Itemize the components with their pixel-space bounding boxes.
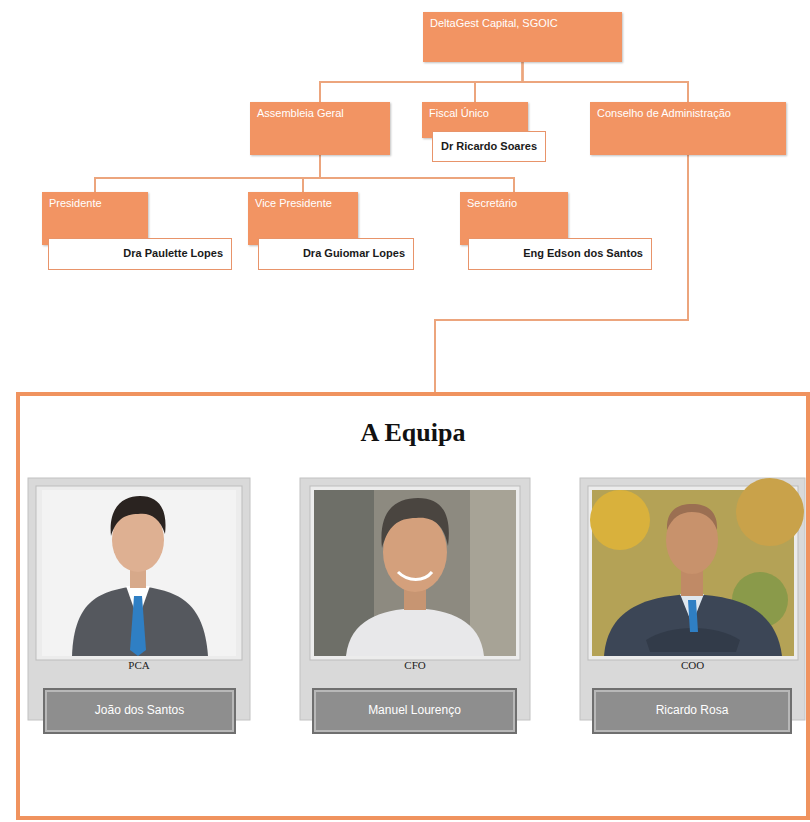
org-connector	[435, 155, 688, 392]
card-frame	[300, 478, 530, 720]
portrait	[590, 478, 804, 656]
card-frame	[28, 478, 250, 720]
box-label: Secretário	[467, 197, 561, 210]
box-label: Eng Edson dos Santos	[477, 247, 643, 260]
box-label: Assembleia Geral	[257, 107, 383, 120]
person-box: Eng Edson dos Santos	[468, 238, 652, 270]
organ-box: Conselho de Administração	[590, 102, 786, 155]
team-card: COO Ricardo Rosa	[580, 478, 805, 720]
team-card: CFO Manuel Lourenço	[300, 478, 530, 720]
team-panel: A EquipaPCA João dos Santos CFO Manuel Lour…	[16, 392, 810, 820]
person-box: Dra Paulette Lopes	[48, 238, 232, 270]
portrait	[314, 490, 516, 656]
photo-frame	[310, 486, 520, 660]
box-label: Conselho de Administração	[597, 107, 779, 120]
company-box: DeltaGest Capital, SGOIC	[423, 12, 622, 62]
box-label: Presidente	[49, 197, 141, 210]
box-label: Ricardo Rosa	[602, 703, 782, 718]
photo-frame	[36, 486, 242, 660]
org-connector	[320, 62, 523, 102]
person-box: Dra Guiomar Lopes	[258, 238, 414, 270]
card-frame	[580, 478, 805, 720]
portrait	[42, 490, 236, 656]
person-box: Dr Ricardo Soares	[432, 131, 546, 162]
team-card: PCA João dos Santos	[28, 478, 250, 720]
organ-box: Assembleia Geral	[250, 102, 390, 155]
panel-heading: A Equipa	[20, 418, 806, 448]
box-label: Fiscal Único	[429, 107, 521, 120]
name-plate: João dos Santos	[43, 688, 236, 734]
box-label: João dos Santos	[53, 703, 226, 718]
box-label: Manuel Lourenço	[322, 703, 507, 718]
box-label: Dr Ricardo Soares	[441, 140, 537, 153]
org-connector	[523, 62, 689, 102]
role-label: CFO	[300, 659, 530, 671]
org-connector	[95, 155, 320, 192]
role-label: PCA	[28, 659, 250, 671]
role-label: COO	[580, 659, 805, 671]
box-label: Dra Guiomar Lopes	[267, 247, 405, 260]
box-label: DeltaGest Capital, SGOIC	[430, 17, 615, 30]
box-label: Dra Paulette Lopes	[57, 247, 223, 260]
org-connector	[303, 155, 320, 192]
name-plate: Manuel Lourenço	[312, 688, 517, 734]
org-connector	[475, 62, 523, 102]
name-plate: Ricardo Rosa	[592, 688, 792, 734]
box-label: Vice Presidente	[255, 197, 351, 210]
